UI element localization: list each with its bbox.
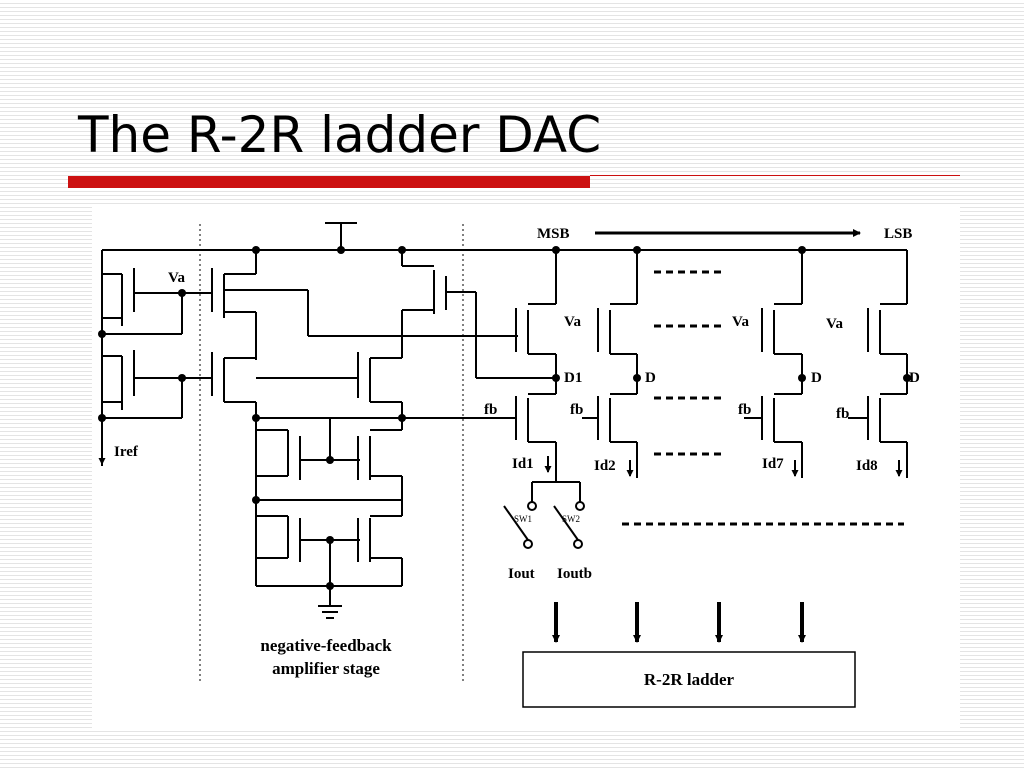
continuation-dashes — [622, 270, 904, 526]
va-label-cell7: Va — [732, 314, 749, 330]
current-arrows — [98, 444, 903, 477]
ladder-label: R-2R ladder — [644, 670, 735, 689]
amplifier-section — [255, 250, 556, 619]
fb-label-cell7: fb — [738, 402, 751, 418]
va-label-left: Va — [168, 270, 185, 286]
id8-label: Id8 — [856, 458, 878, 474]
va-label-cell1: Va — [564, 314, 581, 330]
id1-label: Id1 — [512, 456, 534, 472]
ladder-box — [522, 651, 856, 708]
iref-label: Iref — [114, 444, 139, 460]
id2-label: Id2 — [594, 458, 616, 474]
title-rule — [68, 176, 590, 188]
d-label-cell7: D — [811, 370, 822, 386]
circuit-diagram: MSB LSB Va Va Va Va Iref D1 D D D fb fb … — [92, 206, 960, 730]
lsb-label: LSB — [884, 226, 912, 242]
msb-label: MSB — [537, 226, 570, 242]
slide-title: The R-2R ladder DAC — [78, 106, 602, 164]
stage-label-line2: amplifier stage — [272, 659, 380, 678]
va-label-cell8: Va — [826, 316, 843, 332]
ladder-input-arrows — [552, 602, 806, 643]
fb-label-cell2: fb — [570, 402, 583, 418]
fb-label-cell8: fb — [836, 406, 849, 422]
junction-dots — [98, 246, 911, 590]
d-label-cell8: D — [909, 370, 920, 386]
section-dividers — [199, 224, 464, 684]
switch-contacts — [523, 501, 585, 549]
sw2-label: SW2 — [562, 514, 580, 524]
ioutb-label: Ioutb — [557, 566, 592, 582]
title-rule-thin — [590, 175, 960, 176]
d1-label: D1 — [564, 370, 582, 386]
bias-section — [101, 222, 556, 466]
d-label-cell2: D — [645, 370, 656, 386]
circuit-schematic: MSB LSB Va Va Va Va Iref D1 D D D fb fb … — [98, 222, 920, 708]
sw1-label: SW1 — [514, 514, 532, 524]
fb-label-cell1: fb — [484, 402, 497, 418]
id7-label: Id7 — [762, 456, 784, 472]
current-cells — [476, 249, 908, 541]
iout-label: Iout — [508, 566, 535, 582]
stage-label-line1: negative-feedback — [260, 636, 392, 655]
